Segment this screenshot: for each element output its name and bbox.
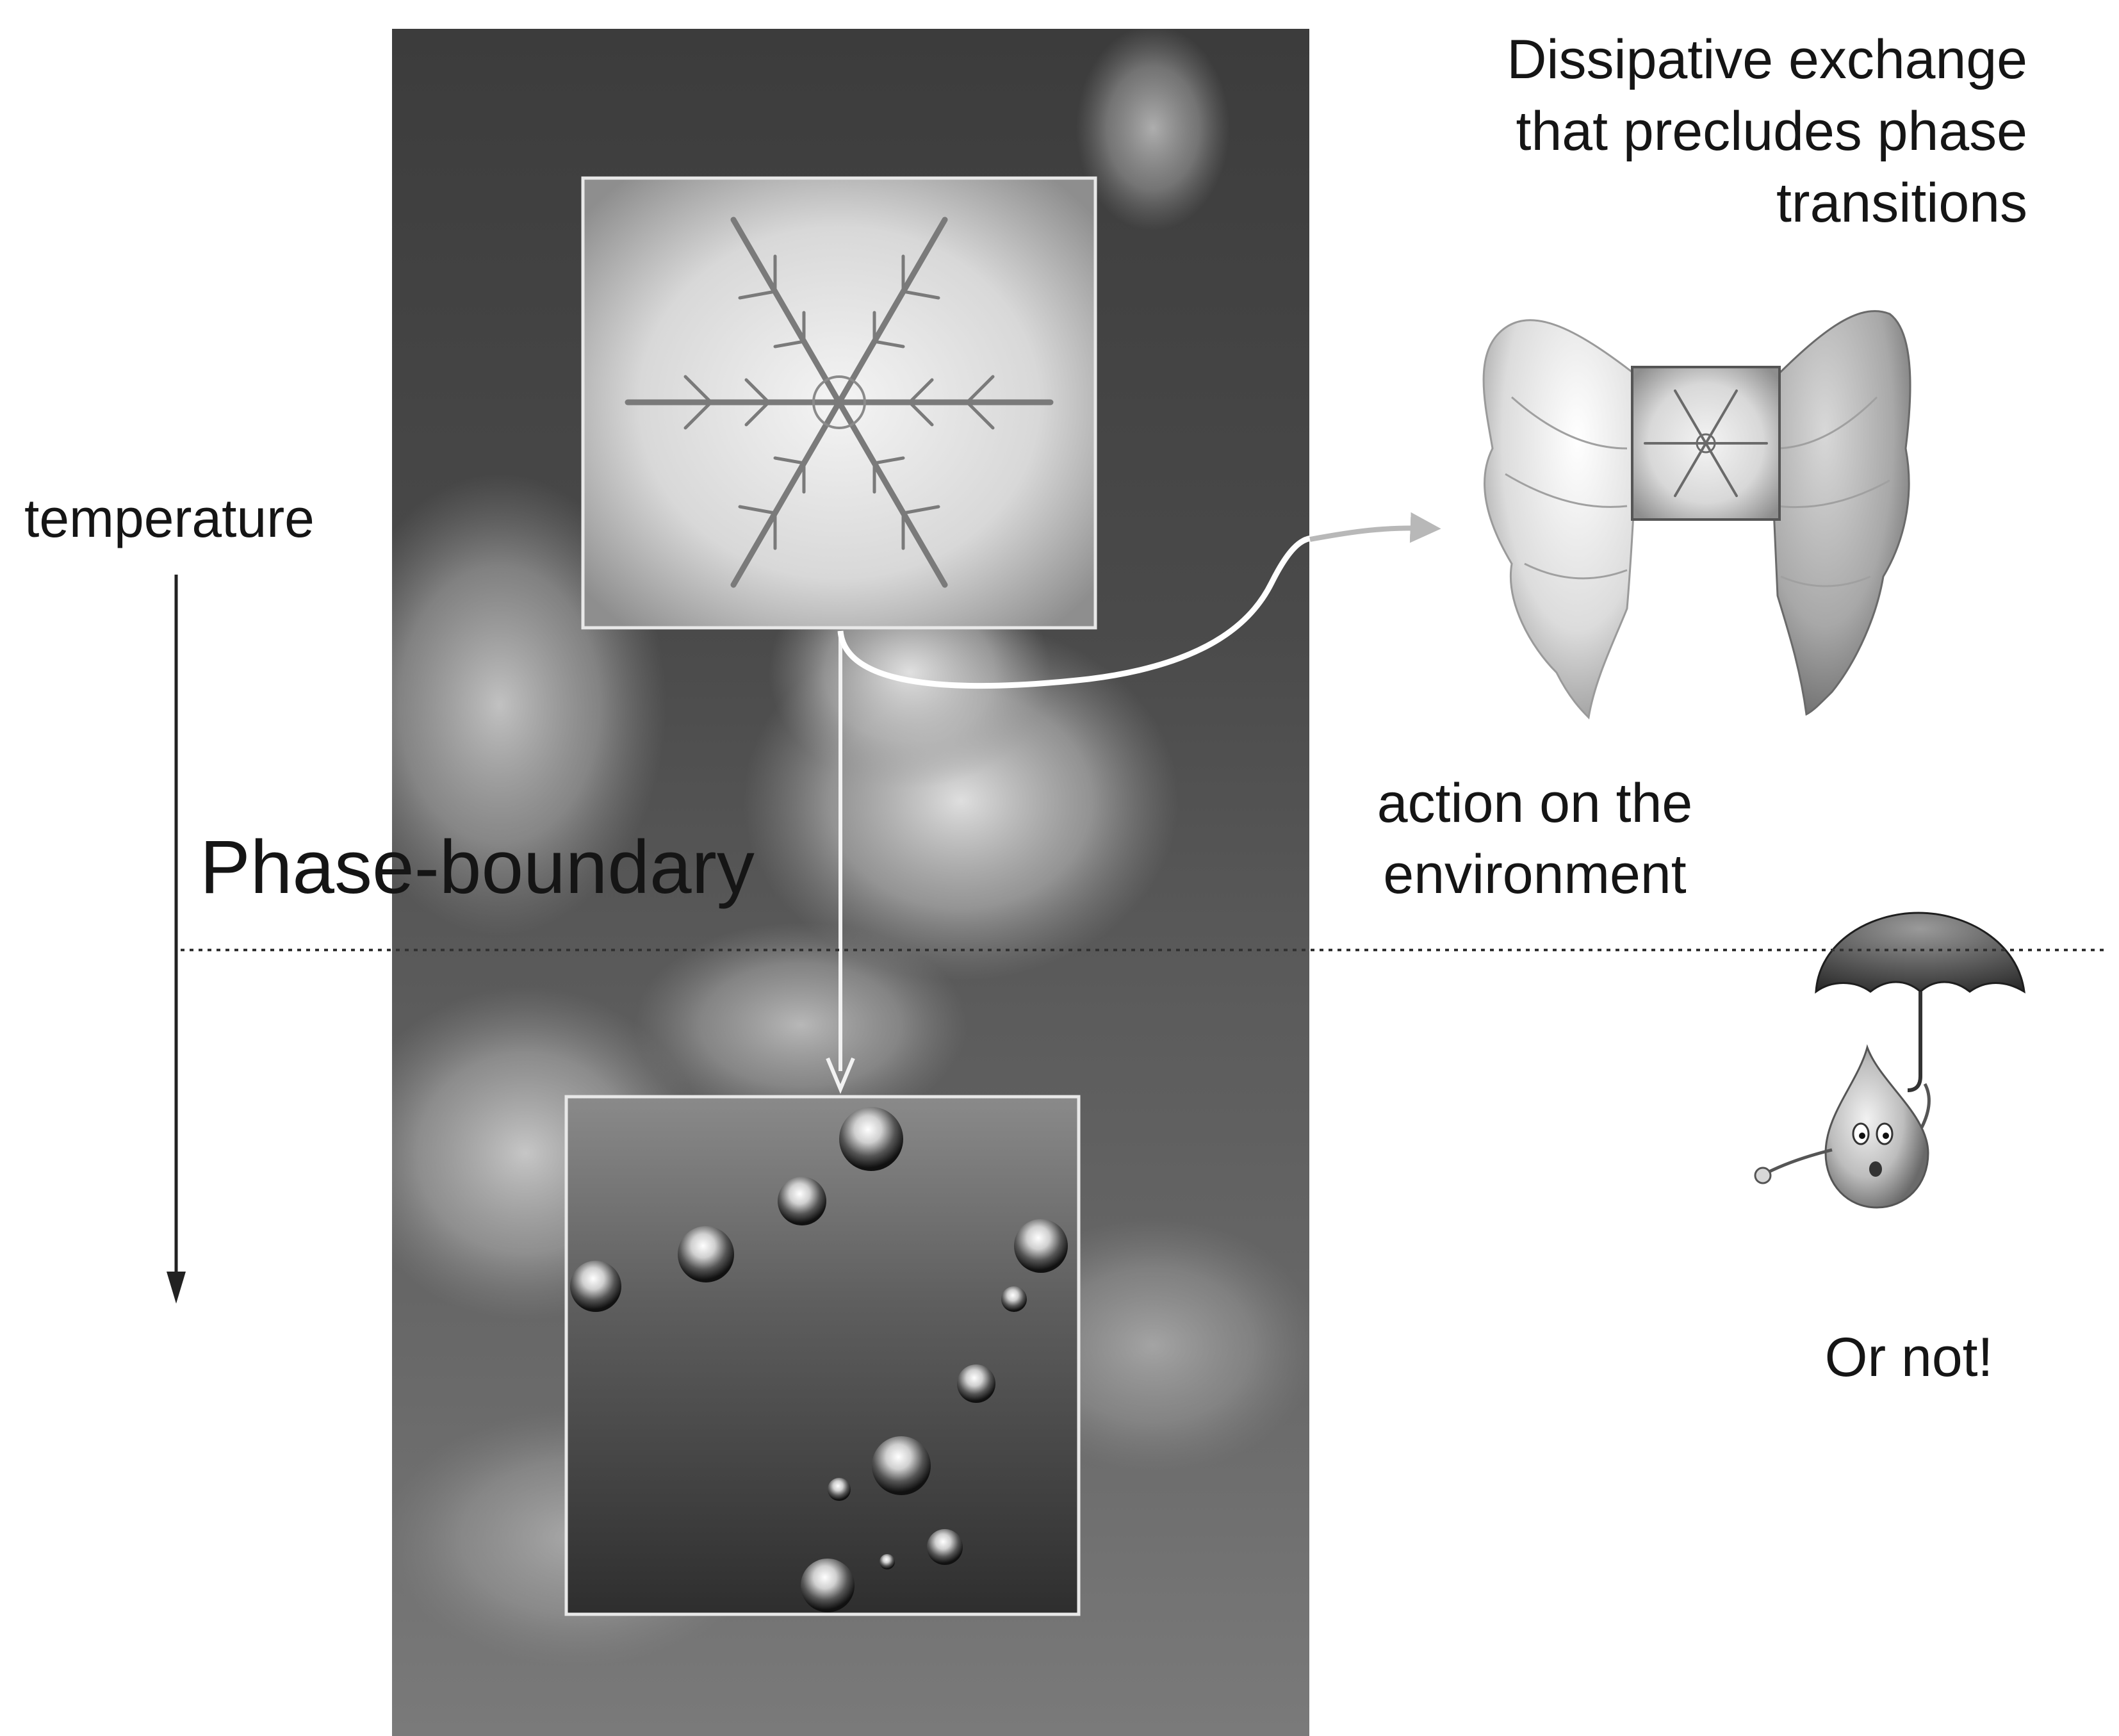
snowflake-icon bbox=[625, 217, 1054, 588]
dissipative-line-2: that precludes phase bbox=[1516, 101, 2027, 162]
action-on-environment-label: action on the environment bbox=[1377, 773, 1692, 905]
water-droplets-image bbox=[564, 1095, 1081, 1616]
or-not-label: Or not! bbox=[1825, 1327, 1993, 1388]
left-wing bbox=[1482, 319, 1641, 720]
dissipative-line-1: Dissipative exchange bbox=[1507, 29, 2027, 90]
action-line-2: environment bbox=[1383, 844, 1686, 905]
umbrella-droplet-character bbox=[1754, 912, 2025, 1209]
angel-wings-image bbox=[1482, 310, 1911, 720]
right-wing bbox=[1767, 310, 1911, 716]
melting-arrow bbox=[826, 631, 855, 1094]
temperature-label: temperature bbox=[24, 488, 315, 548]
phase-boundary-label: Phase-boundary bbox=[200, 825, 755, 910]
wing-feather-lines bbox=[1505, 396, 1890, 587]
water-droplets bbox=[570, 1107, 1068, 1612]
dissipative-line-3: transitions bbox=[1776, 172, 2027, 234]
small-snowflake-icon bbox=[1644, 389, 1768, 497]
temperature-arrow bbox=[167, 575, 186, 1304]
snowflake-image bbox=[581, 176, 1097, 630]
umbrella-icon bbox=[1815, 912, 2025, 994]
dissipative-exchange-label: Dissipative exchange that precludes phas… bbox=[1507, 29, 2027, 234]
droplet-body bbox=[1824, 1044, 1929, 1209]
action-line-1: action on the bbox=[1377, 773, 1692, 834]
dissipative-curve bbox=[837, 512, 1441, 689]
